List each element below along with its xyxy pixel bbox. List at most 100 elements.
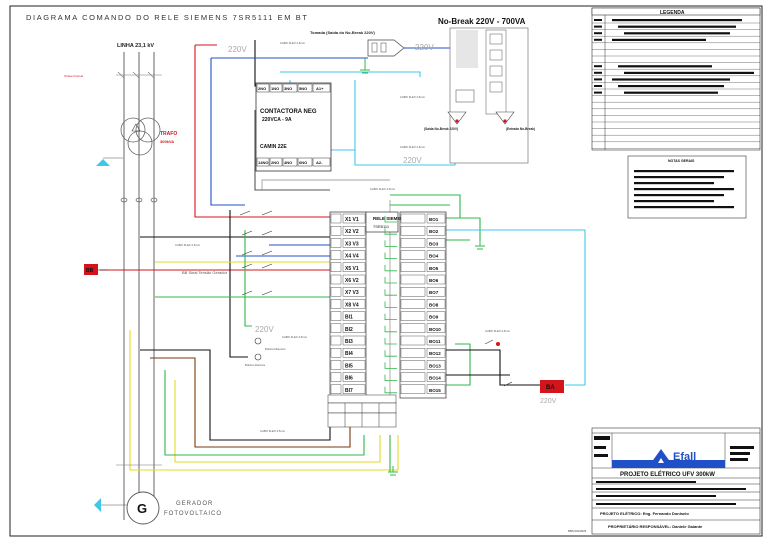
relay-terminal: BI7 <box>330 384 366 394</box>
legend-text <box>612 38 706 41</box>
svg-text:CABO FLEX 2,5mm: CABO FLEX 2,5mm <box>282 335 308 339</box>
a2-label: A2- <box>316 160 323 165</box>
relay-terminal: BO1 <box>384 213 446 224</box>
svg-text:Bobina Abertura: Bobina Abertura <box>245 363 266 367</box>
relay-terminal: BO11 <box>384 335 446 346</box>
relay-terminal: X5 V1 <box>330 262 366 272</box>
relay-terminal: BO9 <box>384 311 446 321</box>
current-transformers <box>120 197 158 203</box>
entrada-nobreak-label: (Entrada No-Break) <box>506 127 535 131</box>
contacts <box>239 210 513 387</box>
svg-text:BA: BA <box>546 385 555 391</box>
linha-label: LINHA 23,1 kV <box>117 43 154 49</box>
ground-icon <box>388 240 485 476</box>
svg-text:CABO FLEX 2,5mm: CABO FLEX 2,5mm <box>400 145 426 149</box>
nobreak-title: No-Break 220V - 700VA <box>438 17 526 26</box>
relay-terminal-label: BO11 <box>429 339 441 344</box>
contactor-terminals: 2NO 1NO 3NO 5NO A1+ 14NO 2NO 4NO 6NO A2- <box>256 83 331 167</box>
plug-icon <box>447 111 515 125</box>
relay-terminal-label: X4 V4 <box>345 254 359 260</box>
relay-terminal-label: BO10 <box>429 327 441 332</box>
legend-code <box>594 65 602 68</box>
legend-text <box>624 91 718 94</box>
relay-terminal: X2 V2 <box>330 225 366 236</box>
transformer <box>120 117 161 156</box>
legend-code <box>594 78 602 81</box>
legend-code <box>594 38 602 41</box>
relay-terminal: BO12 <box>384 348 446 358</box>
project-author: PROJETO ELÉTRICO: Eng. Fernando Doniselo <box>600 511 689 516</box>
svg-text:CABO FLEX 2,5mm: CABO FLEX 2,5mm <box>485 329 511 333</box>
relay-terminal-label: BO15 <box>429 388 441 393</box>
relay-terminal: X4 V4 <box>330 250 366 260</box>
relay-terminal-label: BI5 <box>345 363 353 369</box>
trafo-sub-label: 300kVA <box>160 139 174 144</box>
company-logo: Efall <box>673 451 696 463</box>
relay-terminal: BO6 <box>384 274 446 285</box>
relay-terminal-label: BO1 <box>429 217 439 222</box>
relay-sub-label: 7SR5111 <box>373 224 390 229</box>
contactor-box <box>255 82 332 172</box>
note-text <box>634 176 724 179</box>
contactor-sub-label: 220VCA - 9A <box>262 117 292 123</box>
legend-code <box>594 25 602 28</box>
relay-terminal-label: BO8 <box>429 302 439 307</box>
note-text <box>634 188 734 191</box>
contactor-label: CONTACTORA NEG <box>260 109 317 115</box>
relay-terminal-label: BI2 <box>345 327 353 333</box>
legend-text <box>618 65 712 68</box>
relay-terminal-label: BO2 <box>429 229 439 234</box>
svg-text:2NO: 2NO <box>258 86 266 91</box>
relay-terminal: BO2 <box>384 225 446 236</box>
generator-symbol: G <box>137 501 147 516</box>
voltage-label: 220V <box>540 398 557 405</box>
notes-title: NOTAS GERAIS <box>668 159 695 163</box>
line-breaker <box>116 71 162 79</box>
svg-text:CABO FLEX 2,5mm: CABO FLEX 2,5mm <box>370 187 396 191</box>
svg-text:CABO FLEX 2,5mm: CABO FLEX 2,5mm <box>280 41 306 45</box>
nobreak-panel <box>455 29 507 115</box>
relay-terminal-label: BO3 <box>429 241 439 246</box>
camin-label: CAMIN 22E <box>260 144 287 150</box>
note-text <box>634 194 724 197</box>
relay-terminal: BO14 <box>384 372 446 382</box>
relay-terminal: BO8 <box>384 299 446 309</box>
legend-text <box>618 85 724 88</box>
svg-text:CABO FLEX 2,5mm: CABO FLEX 2,5mm <box>260 429 286 433</box>
notes-rows <box>634 170 734 209</box>
relay-terminal: BO7 <box>384 287 446 297</box>
svg-text:CABO FLEX 2,5mm: CABO FLEX 2,5mm <box>400 95 426 99</box>
relay-terminal: BO4 <box>384 250 446 260</box>
note-text <box>634 206 734 209</box>
wire-annotations: CABO FLEX 2,5mm CABO FLEX 2,5mm CABO FLE… <box>175 41 511 433</box>
ground-icon <box>96 157 123 166</box>
line-note: Chave Fusível <box>64 74 84 78</box>
svg-text:CABO FLEX 2,5mm: CABO FLEX 2,5mm <box>175 243 201 247</box>
note-text <box>634 200 714 203</box>
relay-terminal-label: BO13 <box>429 363 441 368</box>
generator-label: GERADOR <box>176 501 213 507</box>
ground-icon <box>360 58 370 74</box>
svg-text:4NO: 4NO <box>284 160 292 165</box>
relay-terminal-label: BO6 <box>429 278 439 283</box>
saida-nobreak-label: (Saída No-Break 220V) <box>424 127 458 131</box>
svg-text:2NO: 2NO <box>271 160 279 165</box>
voltage-label: 220V <box>255 325 274 334</box>
relay-terminal-label: BO7 <box>429 290 439 295</box>
diagram-title: DIAGRAMA COMANDO DO RELE SIEMENS 7SR5111… <box>26 13 309 22</box>
relay-terminal: X8 V4 <box>330 299 366 309</box>
voltage-label: 220V <box>228 45 247 54</box>
relay-terminal-label: X3 V3 <box>345 241 359 247</box>
relay-terminal-label: BO4 <box>429 254 439 259</box>
wiring <box>100 40 586 472</box>
trafo-label: TRAFO <box>160 131 177 137</box>
relay-terminal-label: X2 V2 <box>345 229 359 235</box>
legend-text <box>624 71 754 74</box>
relay-terminal: BI3 <box>330 335 366 346</box>
legend-text <box>612 19 742 22</box>
relay-terminal: BI1 <box>330 311 366 321</box>
legend-code <box>594 32 602 35</box>
legend-rows <box>592 19 760 149</box>
note-text <box>634 170 734 173</box>
